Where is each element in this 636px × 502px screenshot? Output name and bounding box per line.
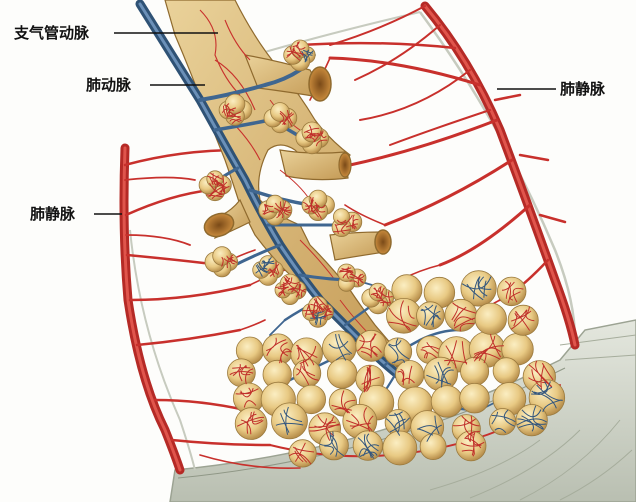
capillary-net xyxy=(357,433,380,459)
capillary-net xyxy=(333,219,351,235)
alveolus xyxy=(368,282,388,302)
capillary-net xyxy=(275,406,304,435)
capillary-net xyxy=(311,201,326,219)
capillary-net xyxy=(310,296,328,313)
label-pulmonary-artery: 肺动脉 xyxy=(86,76,132,94)
capillary-net xyxy=(451,302,477,332)
capillary-networks xyxy=(206,41,563,465)
label-bronchial-artery: 支气管动脉 xyxy=(14,24,90,42)
alveolus xyxy=(459,383,490,414)
alveolus xyxy=(474,302,507,335)
capillary-net xyxy=(385,411,411,436)
capillary-net xyxy=(308,414,340,441)
alveolus xyxy=(296,384,327,415)
capillary-net xyxy=(491,409,516,434)
capillary-net xyxy=(287,283,307,298)
capillary-net xyxy=(461,276,492,301)
alveolus xyxy=(234,407,268,440)
capillary-net xyxy=(302,304,320,320)
capillary-net xyxy=(376,291,393,307)
capillary-net xyxy=(331,390,356,414)
pulmonary-veins xyxy=(119,1,580,475)
capillary-net xyxy=(296,360,319,386)
label-pulmonary-vein-left: 肺静脉 xyxy=(30,205,76,223)
capillary-net xyxy=(207,172,223,187)
capillary-net xyxy=(370,286,385,300)
alveolus xyxy=(212,246,232,266)
capillary-net xyxy=(262,204,274,215)
capillary-net xyxy=(300,49,314,63)
alveolus xyxy=(327,358,358,389)
capillary-net xyxy=(319,431,345,457)
alveolus xyxy=(271,402,308,440)
capillary-net xyxy=(319,305,333,321)
capillary-net xyxy=(222,103,237,119)
capillary-net xyxy=(460,432,485,457)
capillary-net xyxy=(397,365,415,386)
capillary-net xyxy=(275,281,289,297)
capillary-net xyxy=(292,41,306,56)
label-pulmonary-vein-right: 肺静脉 xyxy=(560,80,606,98)
capillary-net xyxy=(338,266,354,280)
capillary-net xyxy=(229,363,254,385)
capillary-net xyxy=(444,340,468,369)
capillary-net xyxy=(214,176,230,194)
capillary-net xyxy=(206,182,225,200)
alveolus xyxy=(308,189,328,209)
capillary-net xyxy=(303,124,321,142)
alveolus xyxy=(382,430,418,466)
capillary-net xyxy=(501,280,524,304)
capillary-net xyxy=(453,415,480,443)
alveolus xyxy=(492,357,520,385)
capillary-net xyxy=(420,342,440,359)
capillary-net xyxy=(255,262,269,277)
alveolus xyxy=(270,102,290,122)
capillary-net xyxy=(510,306,535,331)
capillary-net xyxy=(344,214,359,230)
capillary-net xyxy=(236,411,265,435)
capillary-net xyxy=(328,334,352,361)
capillary-net xyxy=(274,201,292,219)
capillary-net xyxy=(310,310,326,326)
capillary-net xyxy=(288,442,315,465)
alveolus xyxy=(497,276,527,307)
capillary-net xyxy=(295,344,318,367)
capillary-net xyxy=(417,415,442,442)
capillary-net xyxy=(516,405,547,432)
callout-lines xyxy=(94,32,556,215)
capillary-net xyxy=(235,387,259,408)
alveolus xyxy=(430,385,464,418)
alveolus xyxy=(423,356,458,392)
capillary-net xyxy=(227,111,242,125)
capillary-net xyxy=(357,333,382,359)
capillary-net xyxy=(221,254,238,269)
alveolus xyxy=(419,433,447,461)
capillary-net xyxy=(261,256,275,271)
capillary-net xyxy=(388,300,417,332)
alveolus xyxy=(265,194,285,214)
capillary-net xyxy=(281,275,300,290)
capillary-net xyxy=(531,381,563,413)
capillary-net xyxy=(361,364,380,393)
capillary-net xyxy=(310,130,328,147)
capillary-net xyxy=(473,334,504,364)
capillary-net xyxy=(302,196,319,214)
capillary-net xyxy=(267,261,280,278)
capillary-net xyxy=(420,304,441,328)
capillary-net xyxy=(286,46,301,61)
capillary-net xyxy=(279,109,294,127)
alveolus xyxy=(416,301,445,331)
capillary-net xyxy=(266,337,292,364)
capillary-net xyxy=(387,338,410,364)
capillary-net xyxy=(346,407,374,432)
capillary-net xyxy=(528,360,554,390)
capillary-net xyxy=(426,361,454,388)
capillary-net xyxy=(349,273,365,287)
